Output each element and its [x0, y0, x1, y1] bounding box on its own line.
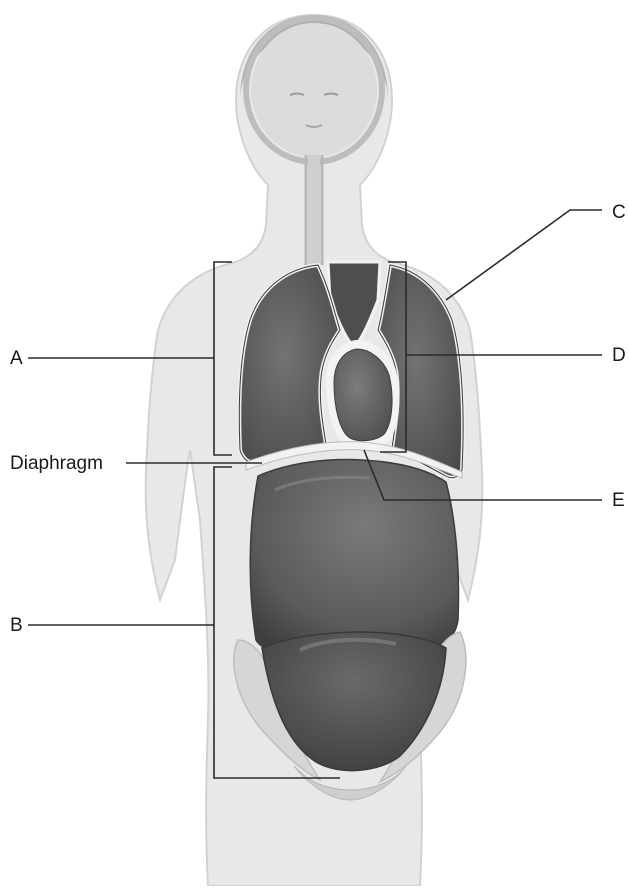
label-e: E: [612, 491, 625, 510]
label-c: C: [612, 203, 626, 222]
label-b: B: [10, 616, 23, 635]
label-a: A: [10, 349, 23, 368]
spinal-cavity: [306, 155, 322, 265]
label-d: D: [612, 346, 626, 365]
label-diaphragm: Diaphragm: [10, 454, 103, 473]
leader-c: [446, 210, 602, 300]
cranial-cavity: [251, 23, 377, 157]
